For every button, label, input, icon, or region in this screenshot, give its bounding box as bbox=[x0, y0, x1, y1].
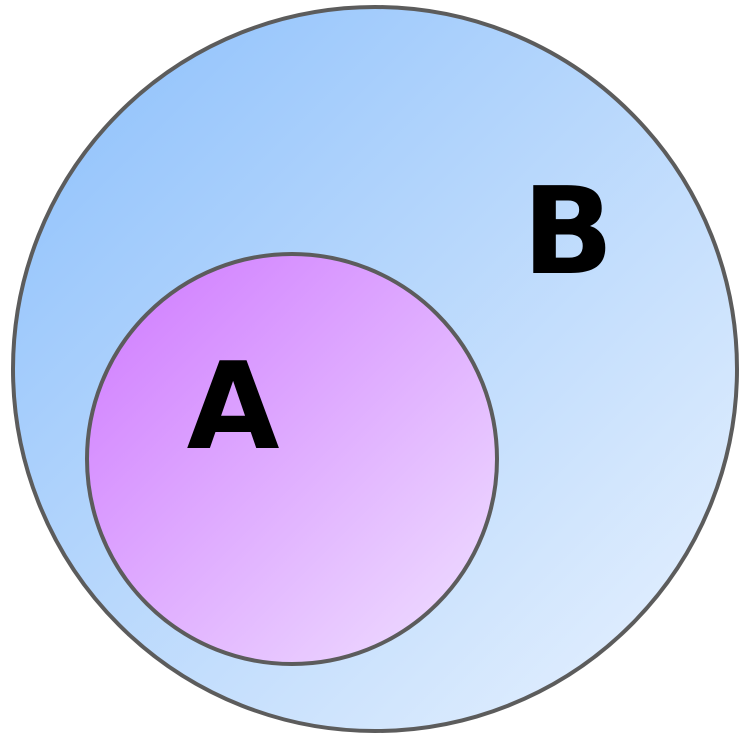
set-a-circle bbox=[85, 252, 499, 666]
set-b-label: B bbox=[522, 163, 613, 302]
set-a-label: A bbox=[187, 338, 280, 477]
